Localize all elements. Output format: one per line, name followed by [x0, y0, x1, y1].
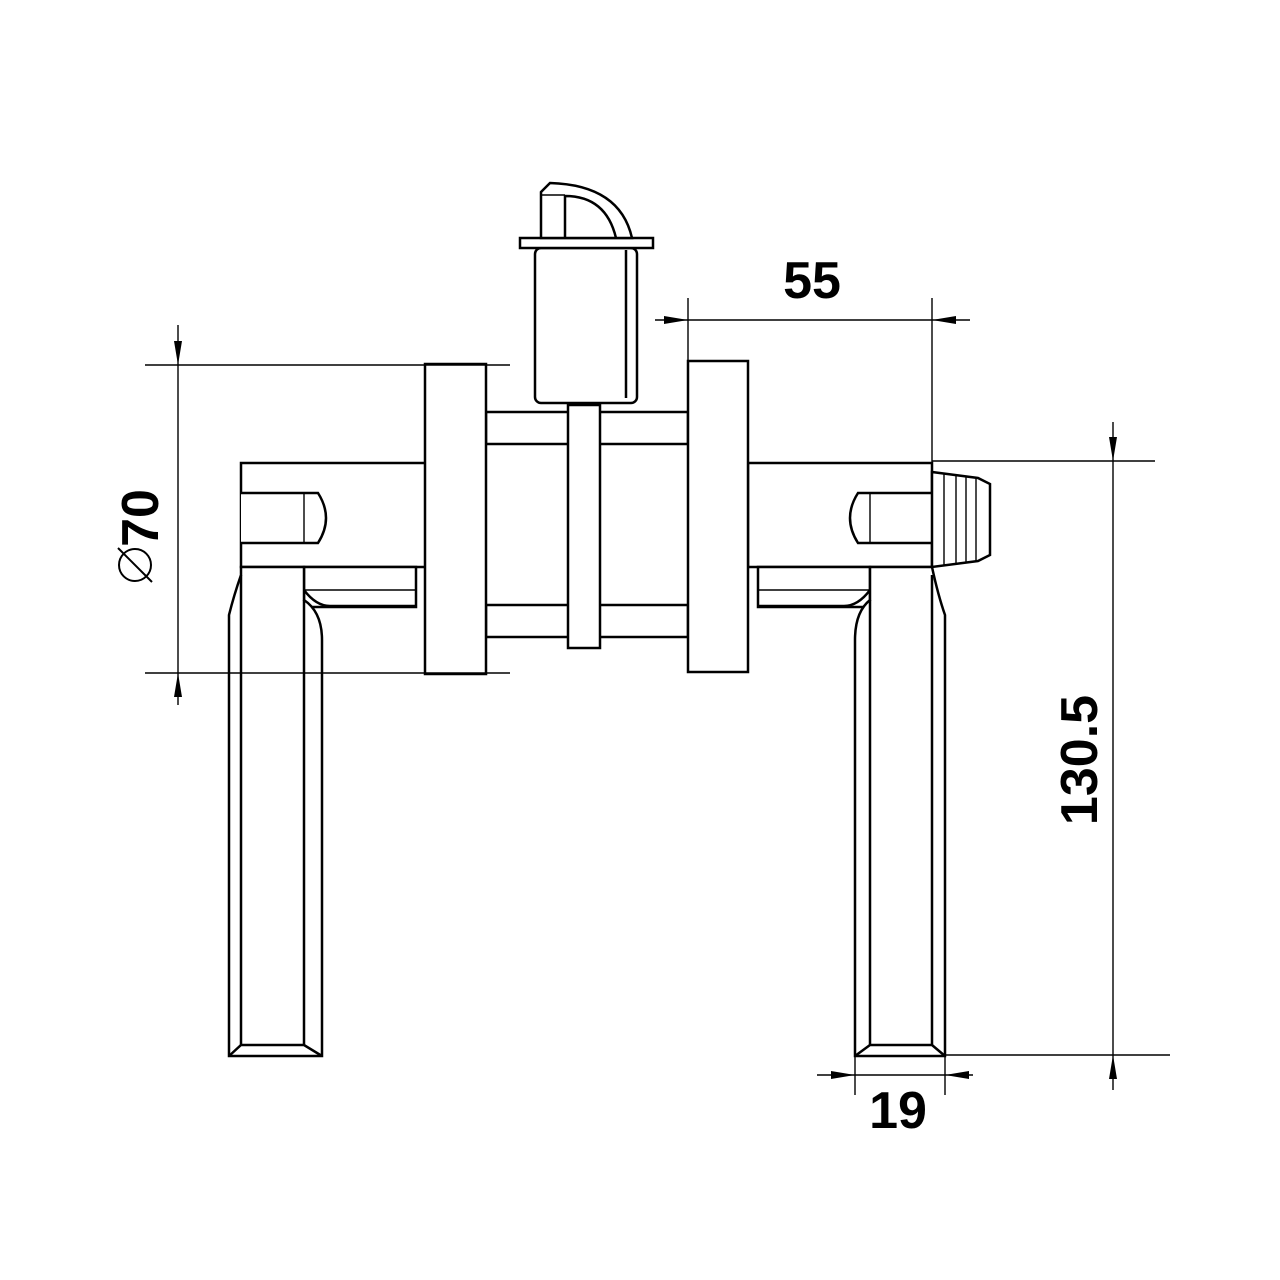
- left-lever-collar: [302, 565, 418, 609]
- right-lever-collar-curve: [758, 589, 871, 608]
- dim-55-arrow-left: [664, 316, 688, 324]
- diameter-symbol-icon: [117, 547, 153, 583]
- dim-130-arrow-top: [1109, 437, 1117, 461]
- dim-19-arrow-left: [831, 1071, 855, 1079]
- dim-130-arrow-bottom: [1109, 1055, 1117, 1079]
- lock-cylinder-flange: [518, 236, 655, 250]
- lock-thumb-turn-edge: [563, 194, 618, 239]
- lock-thumb-turn: [539, 181, 634, 240]
- right-lever-grip: [853, 565, 947, 1058]
- left-lever-grip-foot: [228, 1043, 323, 1058]
- dimension-diameter: 70: [112, 325, 510, 705]
- right-rose: [686, 359, 750, 674]
- dimension-handle-height: 130.5: [932, 422, 1170, 1090]
- right-lever-grip-foot: [854, 1043, 946, 1058]
- left-lever-end-cap: [241, 491, 328, 545]
- dim-diameter-value: 70: [112, 489, 170, 547]
- lock-shaft: [566, 403, 602, 650]
- right-lever-screw-cap: [930, 470, 992, 569]
- lock-cylinder-body: [533, 246, 639, 405]
- left-lever-collar-curve: [303, 589, 416, 608]
- dim-19-arrow-right: [945, 1071, 969, 1079]
- dimension-spindle-length: 55: [655, 252, 970, 463]
- right-lever: [746, 461, 992, 1058]
- dim-diameter-arrow-bottom: [174, 673, 182, 697]
- dim-19-value: 19: [869, 1082, 927, 1140]
- right-lever-end-cap: [848, 491, 932, 545]
- dim-diameter-arrow-top: [174, 341, 182, 365]
- dim-55-arrow-right: [932, 316, 956, 324]
- dimension-handle-width: 19: [817, 1056, 973, 1140]
- left-lever-grip: [227, 565, 324, 1058]
- dim-55-value: 55: [783, 252, 841, 310]
- spindle-assembly: [484, 403, 690, 650]
- lock-cylinder: [518, 181, 655, 405]
- left-rose: [423, 362, 488, 676]
- right-lever-collar: [756, 565, 872, 609]
- left-lever: [227, 461, 430, 1058]
- dim-130-value: 130.5: [1051, 695, 1109, 825]
